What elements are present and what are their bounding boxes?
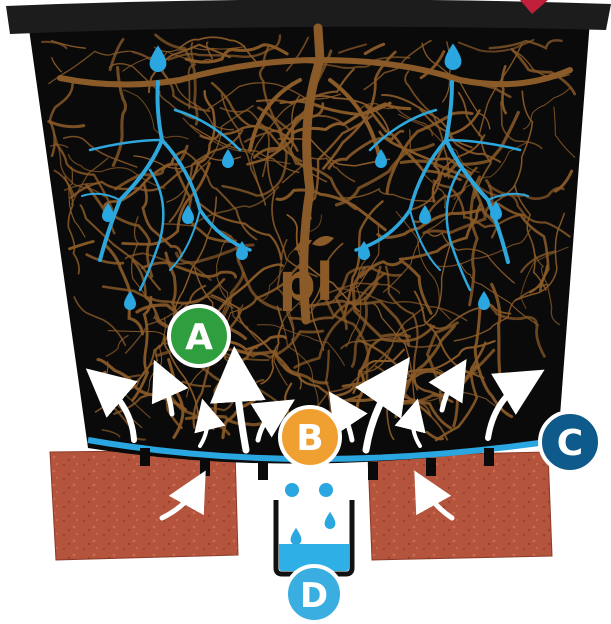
badge-d: D bbox=[286, 566, 342, 622]
badge-label: A bbox=[185, 317, 213, 358]
logo-text: pl bbox=[278, 253, 333, 313]
badge-label: B bbox=[296, 418, 323, 459]
badge-c: C bbox=[540, 412, 600, 472]
badge-b: B bbox=[280, 407, 340, 467]
badge-a: A bbox=[169, 306, 229, 366]
badge-label: D bbox=[300, 576, 328, 616]
root-strand bbox=[215, 390, 217, 424]
right-brick bbox=[368, 452, 552, 560]
water-reservoir bbox=[276, 483, 352, 574]
badge-label: C bbox=[557, 423, 583, 464]
